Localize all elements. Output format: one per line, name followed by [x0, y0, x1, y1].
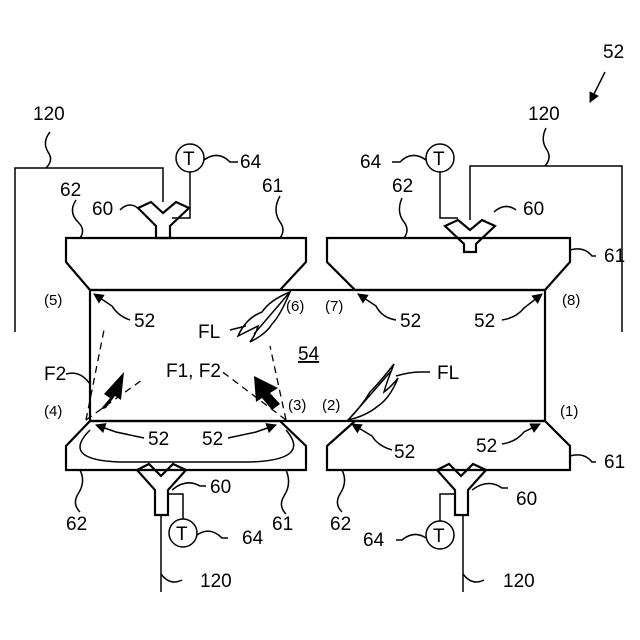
leader-120-left [45, 132, 50, 168]
regenerator-top-right [327, 238, 570, 290]
svg-text:T: T [433, 526, 445, 547]
leader-61-bl [281, 470, 288, 514]
label-61-br: 61 [604, 452, 625, 473]
leader-62-tr [399, 198, 407, 238]
port-label-5: 52 [134, 311, 155, 332]
label-61-bl: 61 [272, 514, 293, 535]
flame-bottom: FL [348, 363, 459, 420]
label-64-br: 64 [363, 530, 385, 551]
port-arrow-7 [358, 294, 396, 320]
leader-62-tl [72, 200, 82, 238]
svg-text:T: T [433, 149, 445, 170]
flow-f1-f2-label: F1, F2 [166, 361, 221, 382]
regenerator-flow-loop [80, 430, 294, 462]
burner-bottom-right [437, 464, 486, 515]
label-120-right: 120 [528, 104, 560, 125]
port-arrow-3 [228, 425, 276, 438]
flame-bottom-label: FL [437, 363, 459, 384]
position-8: (8) [562, 292, 580, 309]
svg-text:T: T [176, 524, 188, 545]
leader-60-bl [172, 483, 206, 490]
label-120-bottom-right: 120 [503, 571, 535, 592]
leader-61-tl [276, 196, 283, 238]
port-label-1: 52 [476, 436, 497, 457]
position-4: (4) [44, 403, 62, 420]
svg-text:T: T [183, 149, 195, 170]
label-64-bl: 64 [242, 528, 264, 549]
port-arrow-2 [352, 424, 392, 450]
thermocouple-bottom-right: T 64 [363, 494, 455, 551]
leader-62-br [337, 470, 344, 512]
label-60-tr: 60 [523, 199, 544, 220]
leader-61-tr [570, 249, 596, 256]
label-61-tr: 61 [604, 246, 625, 267]
port-arrow-1 [502, 424, 540, 444]
regenerator-top-left [66, 238, 306, 290]
label-62-br: 62 [330, 514, 351, 535]
label-60-bl: 60 [210, 477, 231, 498]
position-3: (3) [288, 397, 306, 414]
leader-120-right [543, 128, 549, 166]
label-62-bl: 62 [66, 514, 87, 535]
position-1: (1) [560, 403, 578, 420]
burner-top-right [445, 220, 495, 252]
position-7: (7) [325, 298, 343, 315]
overall-ref-arrow [590, 72, 605, 102]
leader-60-br [472, 483, 508, 490]
flow-f2-left-label: F2 [44, 364, 66, 385]
label-60-br: 60 [516, 489, 537, 510]
port-arrow-8 [502, 294, 542, 320]
flame-top: FL [198, 292, 290, 343]
flow-f1-f2-right: F1, F2 [166, 346, 286, 420]
position-2: (2) [322, 397, 340, 414]
leader-120-bottom-left [161, 574, 182, 582]
port-arrow-4 [96, 425, 144, 438]
leader-120-bottom-right [463, 574, 484, 582]
leader-62-bl [75, 470, 82, 512]
label-120-left: 120 [33, 104, 65, 125]
label-64-tl: 64 [240, 152, 262, 173]
chamber-label: 54 [298, 344, 320, 365]
leader-61-br [570, 455, 596, 462]
label-62-tl: 62 [60, 180, 81, 201]
port-label-7: 52 [400, 311, 421, 332]
label-60-tl: 60 [92, 199, 113, 220]
thermocouple-bottom-left: T 64 [168, 494, 264, 549]
port-label-3: 52 [202, 429, 223, 450]
port-label-2: 52 [394, 442, 415, 463]
port-arrow-5 [94, 294, 130, 320]
burner-top-left [138, 202, 189, 238]
label-61-tl: 61 [262, 176, 283, 197]
leader-60-tr [494, 206, 516, 212]
position-6: (6) [286, 298, 304, 315]
regenerator-bottom-right [327, 421, 570, 470]
label-62-tr: 62 [392, 176, 413, 197]
label-120-bottom-left: 120 [200, 571, 232, 592]
overall-ref-label: 52 [603, 42, 624, 63]
label-64-tr: 64 [360, 152, 382, 173]
port-label-8: 52 [474, 311, 495, 332]
position-5: (5) [44, 292, 62, 309]
flame-top-label: FL [198, 322, 220, 343]
leader-60-tl [120, 205, 140, 210]
port-label-4: 52 [148, 429, 169, 450]
burner-bottom-left [137, 464, 186, 515]
